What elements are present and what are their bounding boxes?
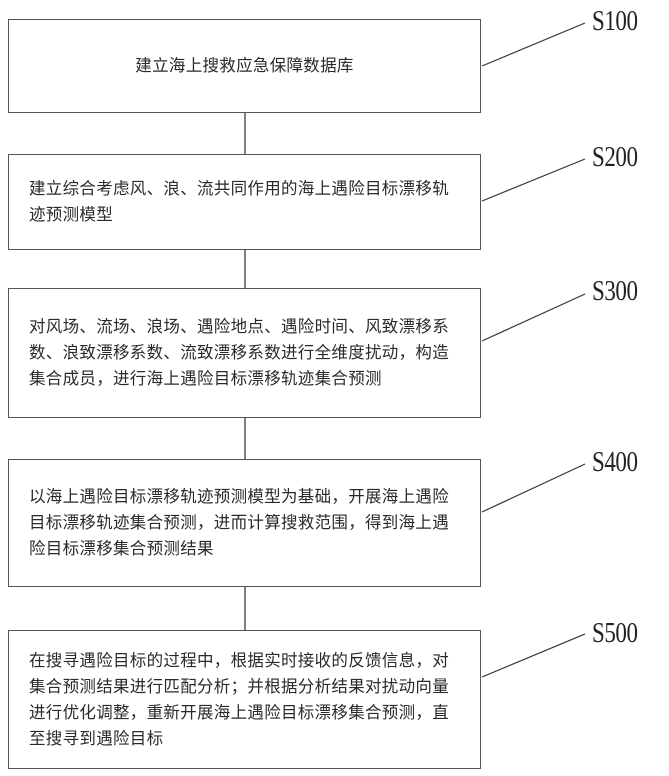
step-label-s500: S500 bbox=[592, 618, 638, 649]
leader-line-s500 bbox=[481, 633, 586, 678]
step-label-s400: S400 bbox=[592, 447, 638, 478]
step-box-s300: 对风场、流场、浪场、遇险地点、遇险时间、风致漂移系数、浪致漂移系数、流致漂移系数… bbox=[8, 288, 481, 418]
leader-line-s200 bbox=[481, 158, 586, 202]
step-box-s200: 建立综合考虑风、浪、流共同作用的海上遇险目标漂移轨迹预测模型 bbox=[8, 154, 481, 250]
step-box-s100: 建立海上搜救应急保障数据库 bbox=[8, 19, 481, 113]
leader-line-s400 bbox=[481, 463, 586, 513]
step-label-s200: S200 bbox=[592, 142, 638, 173]
step-box-s500: 在搜寻遇险目标的过程中，根据实时接收的反馈信息，对集合预测结果进行匹配分析；并根… bbox=[8, 630, 481, 769]
leader-line-s300 bbox=[481, 293, 586, 342]
leader-line-s100 bbox=[481, 22, 586, 67]
step-label-s300: S300 bbox=[592, 276, 638, 307]
step-box-s400: 以海上遇险目标漂移轨迹预测模型为基础，开展海上遇险目标漂移轨迹集合预测，进而计算… bbox=[8, 459, 481, 587]
step-text-s300: 对风场、流场、浪场、遇险地点、遇险时间、风致漂移系数、浪致漂移系数、流致漂移系数… bbox=[29, 317, 449, 388]
step-label-s100: S100 bbox=[592, 6, 638, 37]
step-text-s400: 以海上遇险目标漂移轨迹预测模型为基础，开展海上遇险目标漂移轨迹集合预测，进而计算… bbox=[29, 487, 449, 558]
step-text-s100: 建立海上搜救应急保障数据库 bbox=[135, 56, 354, 75]
step-text-s200: 建立综合考虑风、浪、流共同作用的海上遇险目标漂移轨迹预测模型 bbox=[29, 179, 449, 224]
step-text-s500: 在搜寻遇险目标的过程中，根据实时接收的反馈信息，对集合预测结果进行匹配分析；并根… bbox=[29, 650, 449, 748]
